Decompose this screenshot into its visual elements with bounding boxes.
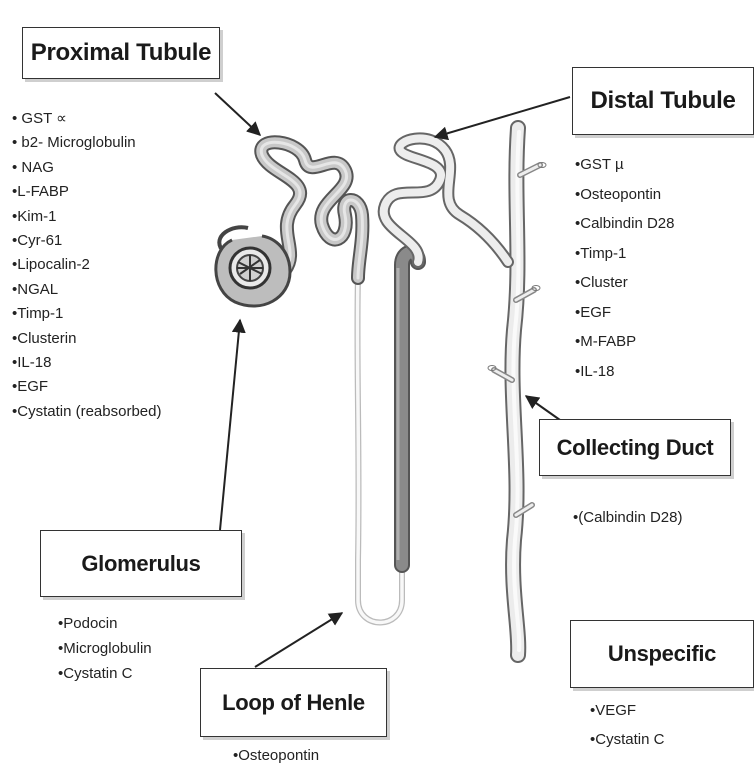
list-item: • NAG [12, 156, 161, 180]
distal-tubule-shape [384, 138, 508, 262]
list-item: •Cluster [575, 268, 674, 298]
distal-markers-list: •GST µ •Osteopontin •Calbindin D28 •Timp… [575, 150, 674, 386]
list-item: •Cystatin C [590, 725, 664, 754]
list-item: •Podocin [58, 611, 152, 636]
list-item: •IL-18 [575, 357, 674, 387]
list-item: • GST ∝ [12, 107, 161, 131]
proximal-markers-list: • GST ∝ • b2- Microglobulin • NAG •L-FAB… [12, 107, 161, 424]
list-item: • b2- Microglobulin [12, 131, 161, 155]
glomerulus-markers-list: •Podocin •Microglobulin •Cystatin C [58, 611, 152, 686]
list-item: •Osteopontin [575, 180, 674, 210]
collecting-duct-label: Collecting Duct [539, 419, 731, 476]
list-item: •GST µ [575, 150, 674, 180]
list-item: •IL-18 [12, 351, 161, 375]
list-item: •Osteopontin [233, 745, 319, 767]
list-item: •Cystatin C [58, 661, 152, 686]
list-item: •EGF [575, 298, 674, 328]
list-item: •Timp-1 [575, 239, 674, 269]
unspecific-label: Unspecific [570, 620, 754, 688]
loop-of-henle-label: Loop of Henle [200, 668, 387, 737]
list-item: •EGF [12, 375, 161, 399]
glomerulus-shape [216, 227, 290, 306]
glomerulus-label: Glomerulus [40, 530, 242, 597]
arrow-loop [255, 613, 342, 667]
list-item: •Clusterin [12, 327, 161, 351]
arrow-proximal [215, 93, 260, 135]
arrow-glomerulus [220, 320, 240, 530]
list-item: •Calbindin D28 [575, 209, 674, 239]
list-item: •Timp-1 [12, 302, 161, 326]
arrow-distal [435, 97, 570, 137]
collecting-duct-shape [488, 128, 546, 655]
list-item: •Cystatin (reabsorbed) [12, 400, 161, 424]
proximal-tubule-label: Proximal Tubule [22, 27, 220, 79]
unspecific-markers-list: •VEGF •Cystatin C [590, 696, 664, 754]
loop-of-henle-shape [357, 253, 418, 623]
list-item: •VEGF [590, 696, 664, 725]
list-item: •Cyr-61 [12, 229, 161, 253]
list-item: •(Calbindin D28) [573, 507, 682, 529]
list-item: •M-FABP [575, 327, 674, 357]
list-item: •Kim-1 [12, 205, 161, 229]
list-item: •Lipocalin-2 [12, 253, 161, 277]
list-item: •NGAL [12, 278, 161, 302]
collecting-markers-list: •(Calbindin D28) [573, 507, 682, 529]
loop-markers-list: •Osteopontin [233, 745, 319, 767]
distal-tubule-label: Distal Tubule [572, 67, 754, 135]
arrow-collecting [526, 396, 560, 420]
list-item: •L-FABP [12, 180, 161, 204]
list-item: •Microglobulin [58, 636, 152, 661]
